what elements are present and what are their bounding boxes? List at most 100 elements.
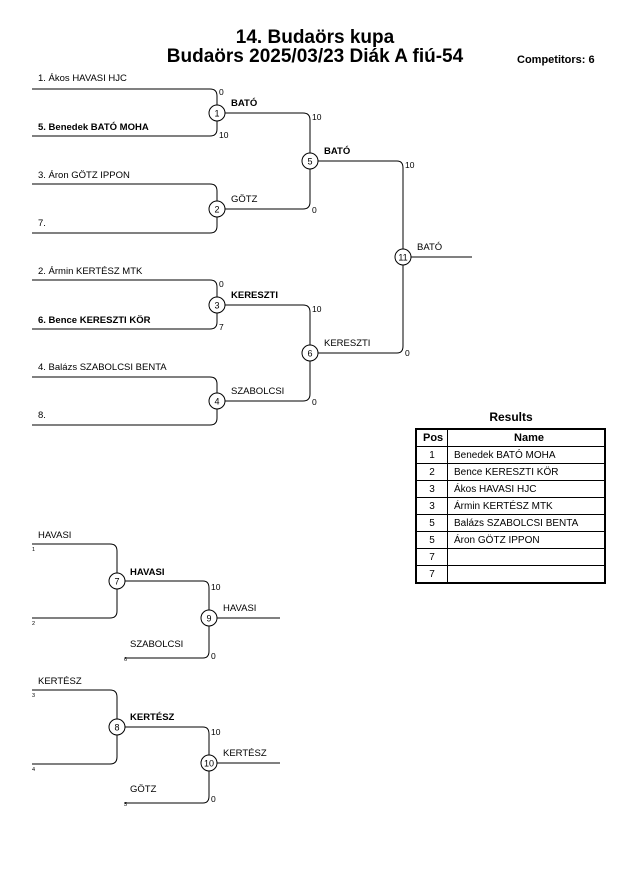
match-9-number: 9 <box>206 614 211 624</box>
repechage-2-final-winner: KERTÉSZ <box>223 748 267 759</box>
entry-3: 3. Áron GÖTZ IPPON <box>38 170 130 181</box>
repechage-2-third-entry: GÖTZ <box>130 784 157 795</box>
repechage-1-score-bottom: 0 <box>211 651 216 661</box>
table-row: 7 <box>415 548 606 566</box>
repechage-2-top-entry: KERTÉSZ <box>38 676 82 687</box>
match-3-score-top: 0 <box>219 279 224 289</box>
match-2-bracket <box>32 183 218 234</box>
match-3-score-bottom: 7 <box>219 322 224 332</box>
match-2-number: 2 <box>214 205 219 215</box>
match-5-winner: BATÓ <box>324 145 350 157</box>
repechage-2-winner: KERTÉSZ <box>130 712 175 723</box>
match-6-score-bottom: 0 <box>312 397 317 407</box>
match-6-circle <box>301 344 319 362</box>
match-1-score-bottom: 10 <box>219 130 229 140</box>
match-9-circle <box>200 609 218 627</box>
match-2-circle <box>208 200 226 218</box>
repechage-2-third-seed: 5 <box>124 802 127 808</box>
match-10-circle <box>200 754 218 772</box>
results-header-pos: Pos <box>415 428 448 447</box>
results-title: Results <box>489 410 533 424</box>
repechage-1-winner: HAVASI <box>130 567 164 578</box>
match-11-number: 11 <box>398 253 407 263</box>
match-6-number: 6 <box>307 349 312 359</box>
result-pos: 7 <box>415 565 448 584</box>
entry-4: 4. Balázs SZABOLCSI BENTA <box>38 362 167 373</box>
entry-7: 7. <box>38 218 46 229</box>
repechage-1-bracket <box>32 543 118 619</box>
repechage-2-score-top: 10 <box>211 727 221 737</box>
match-7-circle <box>108 572 126 590</box>
result-name <box>447 548 606 566</box>
match-1-score-top: 0 <box>219 87 224 97</box>
match-3-number: 3 <box>214 301 219 311</box>
match-6-score-top: 10 <box>312 304 322 314</box>
entry-8: 8. <box>38 410 46 421</box>
result-pos: 5 <box>415 531 448 549</box>
result-pos: 3 <box>415 497 448 515</box>
match-5-score-bottom: 0 <box>312 205 317 215</box>
competitors-count: Competitors: 6 <box>517 54 595 66</box>
repechage-1-top-seed: 1 <box>32 547 35 553</box>
result-pos: 3 <box>415 480 448 498</box>
result-name: Ármin KERTÉSZ MTK <box>447 497 606 515</box>
match-6-winner: KERESZTI <box>324 338 370 349</box>
result-name: Áron GÖTZ IPPON <box>447 531 606 549</box>
match-4-bracket <box>32 376 218 426</box>
result-name: Benedek BATÓ MOHA <box>447 446 606 464</box>
repechage-1-score-top: 10 <box>211 582 221 592</box>
match-11-bracket <box>318 160 404 354</box>
result-name: Ákos HAVASI HJC <box>447 480 606 498</box>
results-header-name: Name <box>447 428 606 447</box>
result-pos: 5 <box>415 514 448 532</box>
match-2-winner: GÖTZ <box>231 194 258 205</box>
match-7-number: 7 <box>114 577 119 587</box>
event-subtitle-text: Budaörs 2025/03/23 Diák A fiú-54 <box>166 46 464 67</box>
match-1-circle <box>208 104 226 122</box>
repechage-1-third-entry: SZABOLCSI <box>130 639 183 650</box>
entry-1: 1. Ákos HAVASI HJC <box>38 73 127 84</box>
match-11-winner: BATÓ <box>417 242 442 253</box>
match-3-circle <box>208 296 226 314</box>
result-pos: 1 <box>415 446 448 464</box>
repechage-2-top-seed: 3 <box>32 693 35 699</box>
repechage-1-final-winner: HAVASI <box>223 603 256 614</box>
match-8-circle <box>108 718 126 736</box>
repechage-1-third-seed: 6 <box>124 657 127 663</box>
repechage-2-bracket <box>32 689 118 765</box>
match-10-number: 10 <box>204 759 214 769</box>
entry-6: 6. Bence KERESZTI KÖR <box>38 315 151 326</box>
repechage-1-top-entry: HAVASI <box>38 530 71 541</box>
result-pos: 2 <box>415 463 448 481</box>
result-name: Bence KERESZTI KÖR <box>447 463 606 481</box>
repechage-1-bottom-seed: 2 <box>32 621 35 627</box>
match-4-circle <box>208 392 226 410</box>
match-5-score-top: 10 <box>312 112 322 122</box>
entry-2: 2. Ármin KERTÉSZ MTK <box>38 266 143 277</box>
match-4-winner: SZABOLCSI <box>231 386 284 397</box>
table-row: 7 <box>415 565 606 584</box>
entry-5: 5. Benedek BATÓ MOHA <box>38 121 149 133</box>
match-5-circle <box>301 152 319 170</box>
results-header-row: Pos Name <box>415 428 606 447</box>
match-1-winner: BATÓ <box>231 97 257 109</box>
match-4-number: 4 <box>214 397 219 407</box>
match-1-number: 1 <box>214 109 219 119</box>
match-11-score-top: 10 <box>405 160 415 170</box>
result-pos: 7 <box>415 548 448 566</box>
match-11-score-bottom: 0 <box>405 348 410 358</box>
match-11-circle <box>394 248 412 266</box>
match-3-winner: KERESZTI <box>231 290 278 301</box>
result-name <box>447 565 606 584</box>
match-8-number: 8 <box>114 723 119 733</box>
result-name: Balázs SZABOLCSI BENTA <box>447 514 606 532</box>
tournament-title: 14. Budaörs kupa <box>235 27 395 48</box>
